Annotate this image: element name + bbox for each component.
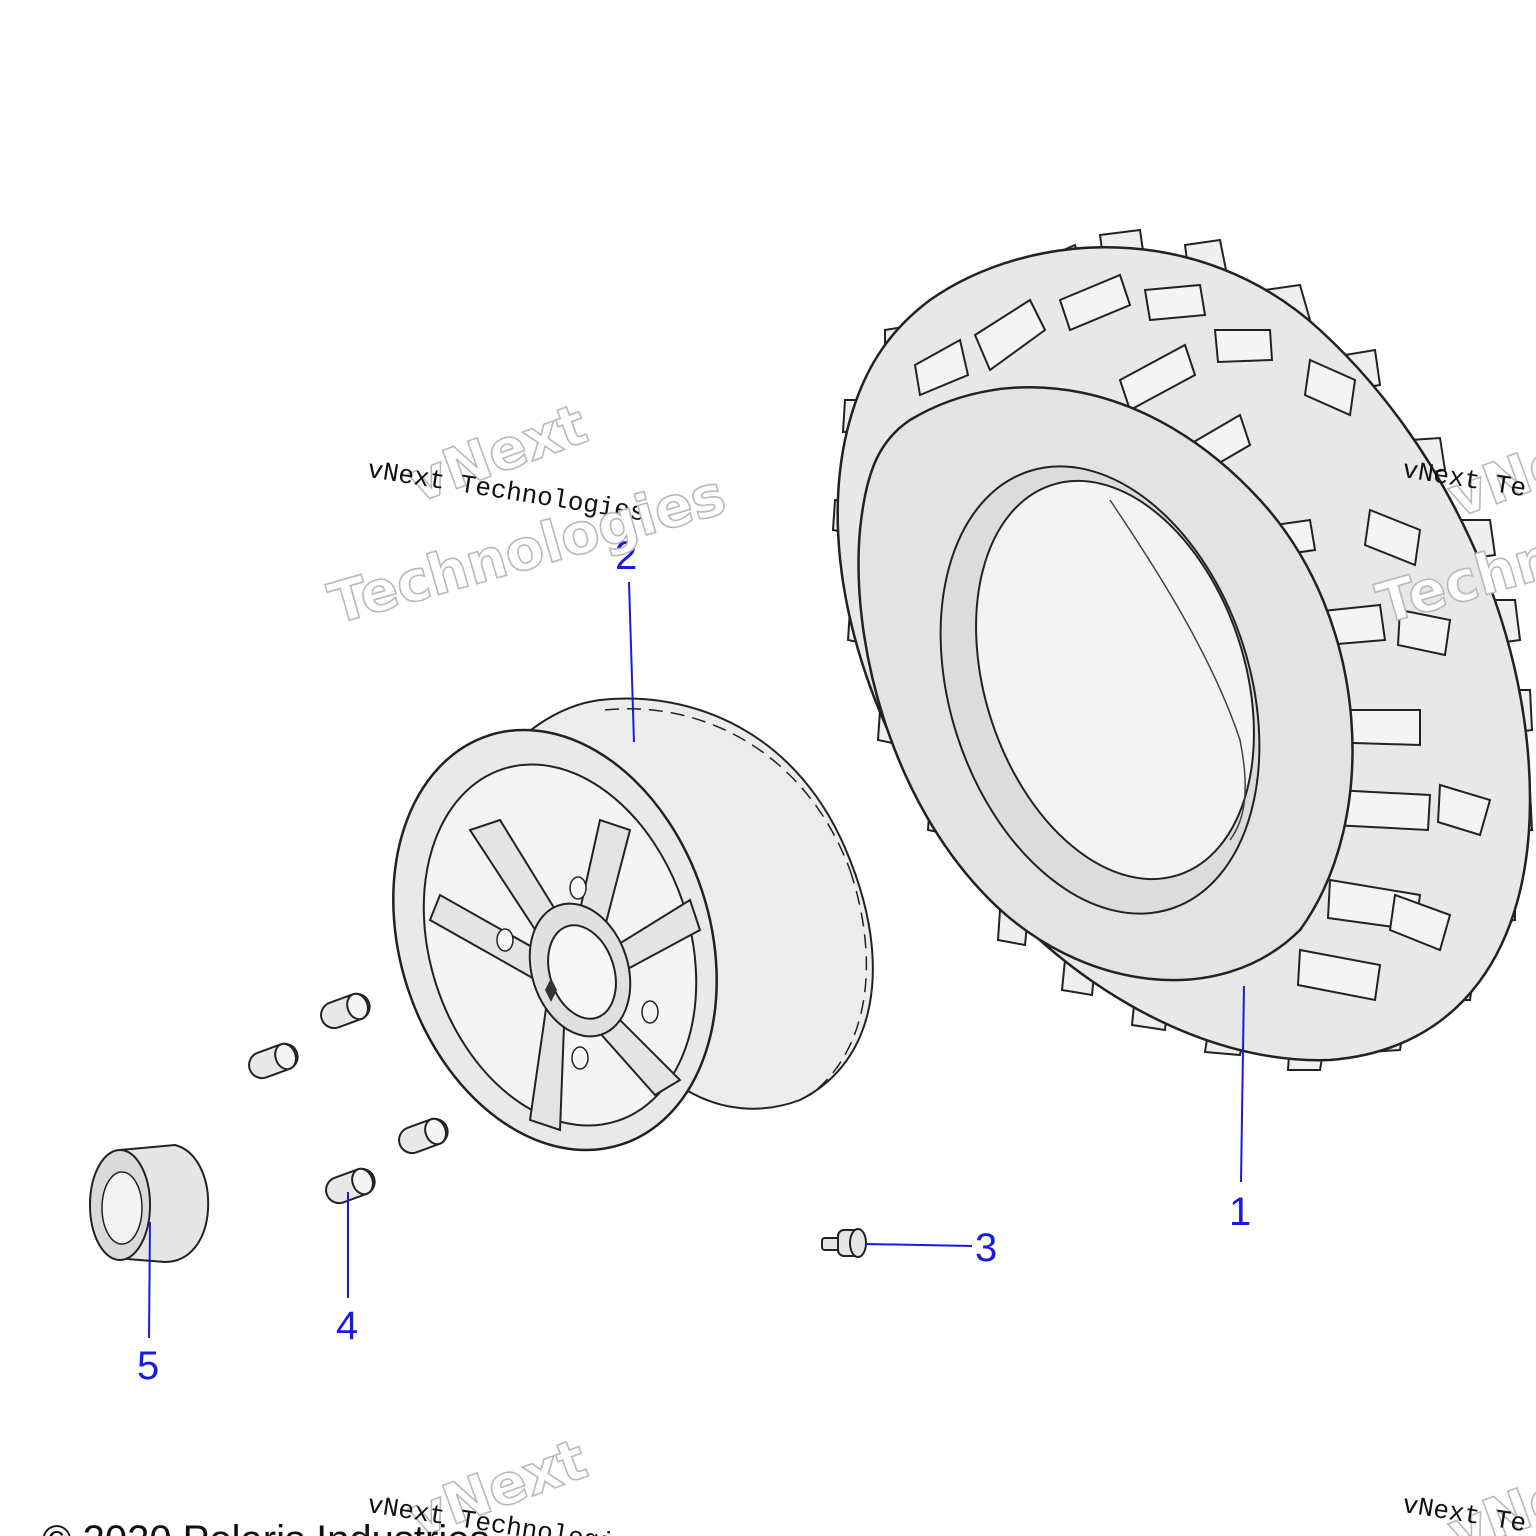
callout-3-valve-stem: 3 <box>975 1226 998 1270</box>
hub-cap <box>89 1143 210 1264</box>
callout-2-wheel: 2 <box>615 534 638 578</box>
callout-5-hub-cap: 5 <box>137 1344 160 1388</box>
valve-stem <box>821 1228 867 1258</box>
tire-part <box>831 228 1534 1071</box>
copyright-notice: © 2020 Polaris Industries <box>42 1518 489 1536</box>
callout-4-lug-nut: 4 <box>336 1304 359 1348</box>
wheel-lug-holes <box>496 876 659 1070</box>
lug-nuts <box>248 992 449 1205</box>
tire-bead-inner <box>975 479 1255 881</box>
tire-inner-wall <box>1109 499 1246 841</box>
tire-tread-blocks <box>913 273 1492 1002</box>
wheel-part <box>392 697 874 1152</box>
wheel-logo-star <box>545 978 557 1002</box>
callout-1-tire: 1 <box>1229 1190 1252 1234</box>
leader-lines <box>148 581 1245 1339</box>
